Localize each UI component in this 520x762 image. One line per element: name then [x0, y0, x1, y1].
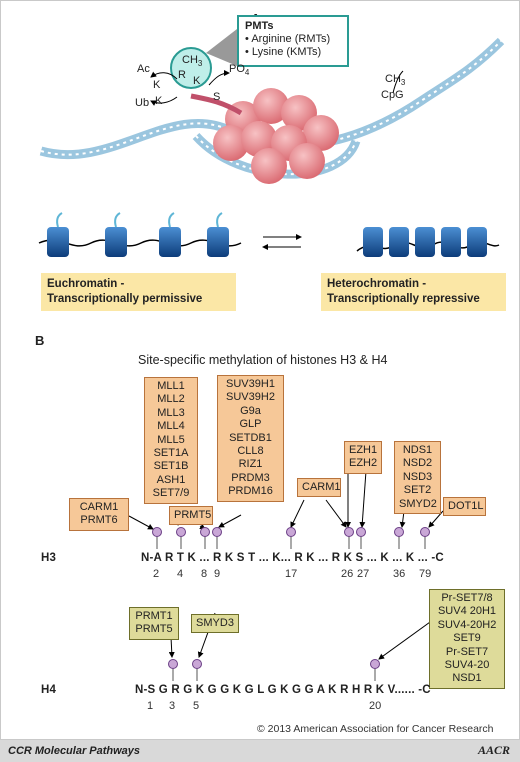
- panel-b-label: B: [35, 333, 45, 348]
- histone-octamer: [213, 88, 339, 184]
- h3-residue-26: 26: [341, 568, 354, 580]
- ub-label: Ub: [135, 97, 150, 109]
- h3-pins: [152, 527, 430, 549]
- zoom-ch3-label: CH3: [182, 54, 203, 69]
- h4-residue-5: 5: [193, 700, 200, 712]
- ac-label: Ac: [137, 63, 150, 75]
- cpg-label: CpG: [381, 89, 404, 101]
- heterochromatin-label: Heterochromatin - Transcriptionally repr…: [321, 273, 506, 311]
- po4-label: PO4: [229, 63, 250, 78]
- pmts-item-arginine: • Arginine (RMTs): [245, 33, 331, 45]
- h3-residue-79: 79: [419, 568, 432, 580]
- state-switch-arrows: [262, 234, 302, 250]
- pmts-title: PMTs: [245, 20, 274, 32]
- h4-label: H4: [41, 684, 57, 696]
- h3-residue-2: 2: [153, 568, 160, 580]
- dna-ch3-label: CH3: [385, 73, 406, 88]
- enzyme-box-prmt5: PRMT5: [169, 506, 213, 526]
- aacr-logo: AACR: [477, 743, 510, 757]
- figure-graphics: [38, 29, 505, 681]
- panel-b-title: Site-specific methylation of histones H3…: [138, 353, 388, 367]
- h3-residue-8: 8: [201, 568, 208, 580]
- pmts-callout: PMTs • Arginine (RMTs) • Lysine (KMTs): [237, 15, 349, 67]
- h3-sequence: N-A R T K ... R K S T ... K... R K ... R…: [141, 552, 444, 564]
- zoom-k-label: K: [193, 75, 201, 87]
- pmts-item-lysine: • Lysine (KMTs): [245, 46, 322, 58]
- enzyme-box-dot1l: DOT1L: [443, 497, 486, 517]
- h4-residue-3: 3: [169, 700, 176, 712]
- tail-s-label: S: [213, 91, 221, 103]
- h3-residue-9: 9: [214, 568, 221, 580]
- h3-residue-4: 4: [177, 568, 184, 580]
- h3-residue-17: 17: [285, 568, 298, 580]
- heterochromatin-graphic: [356, 227, 500, 257]
- h4-pins: [168, 659, 380, 681]
- h3-label: H3: [41, 552, 57, 564]
- euchromatin-graphic: [38, 212, 242, 257]
- tail-k1-label: K: [153, 79, 161, 91]
- enzyme-box-smyd3: SMYD3: [191, 614, 239, 634]
- histone-tail: [190, 93, 243, 116]
- enzyme-box-carm1: CARM1: [297, 478, 341, 498]
- copyright: © 2013 American Association for Cancer R…: [257, 723, 494, 735]
- h4-sequence: N-S G R G K G G K G L G K G G A K R H R …: [135, 684, 431, 696]
- h4-residue-1: 1: [147, 700, 154, 712]
- h3-residue-27: 27: [357, 568, 370, 580]
- euchromatin-label: Euchromatin - Transcriptionally permissi…: [41, 273, 236, 311]
- tail-zoom-circle: [170, 47, 212, 89]
- tail-k2-label: K: [155, 95, 163, 107]
- callout-pointer: [206, 29, 237, 66]
- figure-panel: A PMTs • Arginine (RMTs) • Lysine (KMTs)…: [0, 0, 520, 740]
- journal-name: CCR Molecular Pathways: [8, 745, 141, 757]
- footer-bar: CCR Molecular Pathways AACR: [0, 740, 520, 762]
- zoom-r-label: R: [178, 69, 186, 81]
- h3-residue-36: 36: [393, 568, 406, 580]
- h4-residue-20: 20: [369, 700, 382, 712]
